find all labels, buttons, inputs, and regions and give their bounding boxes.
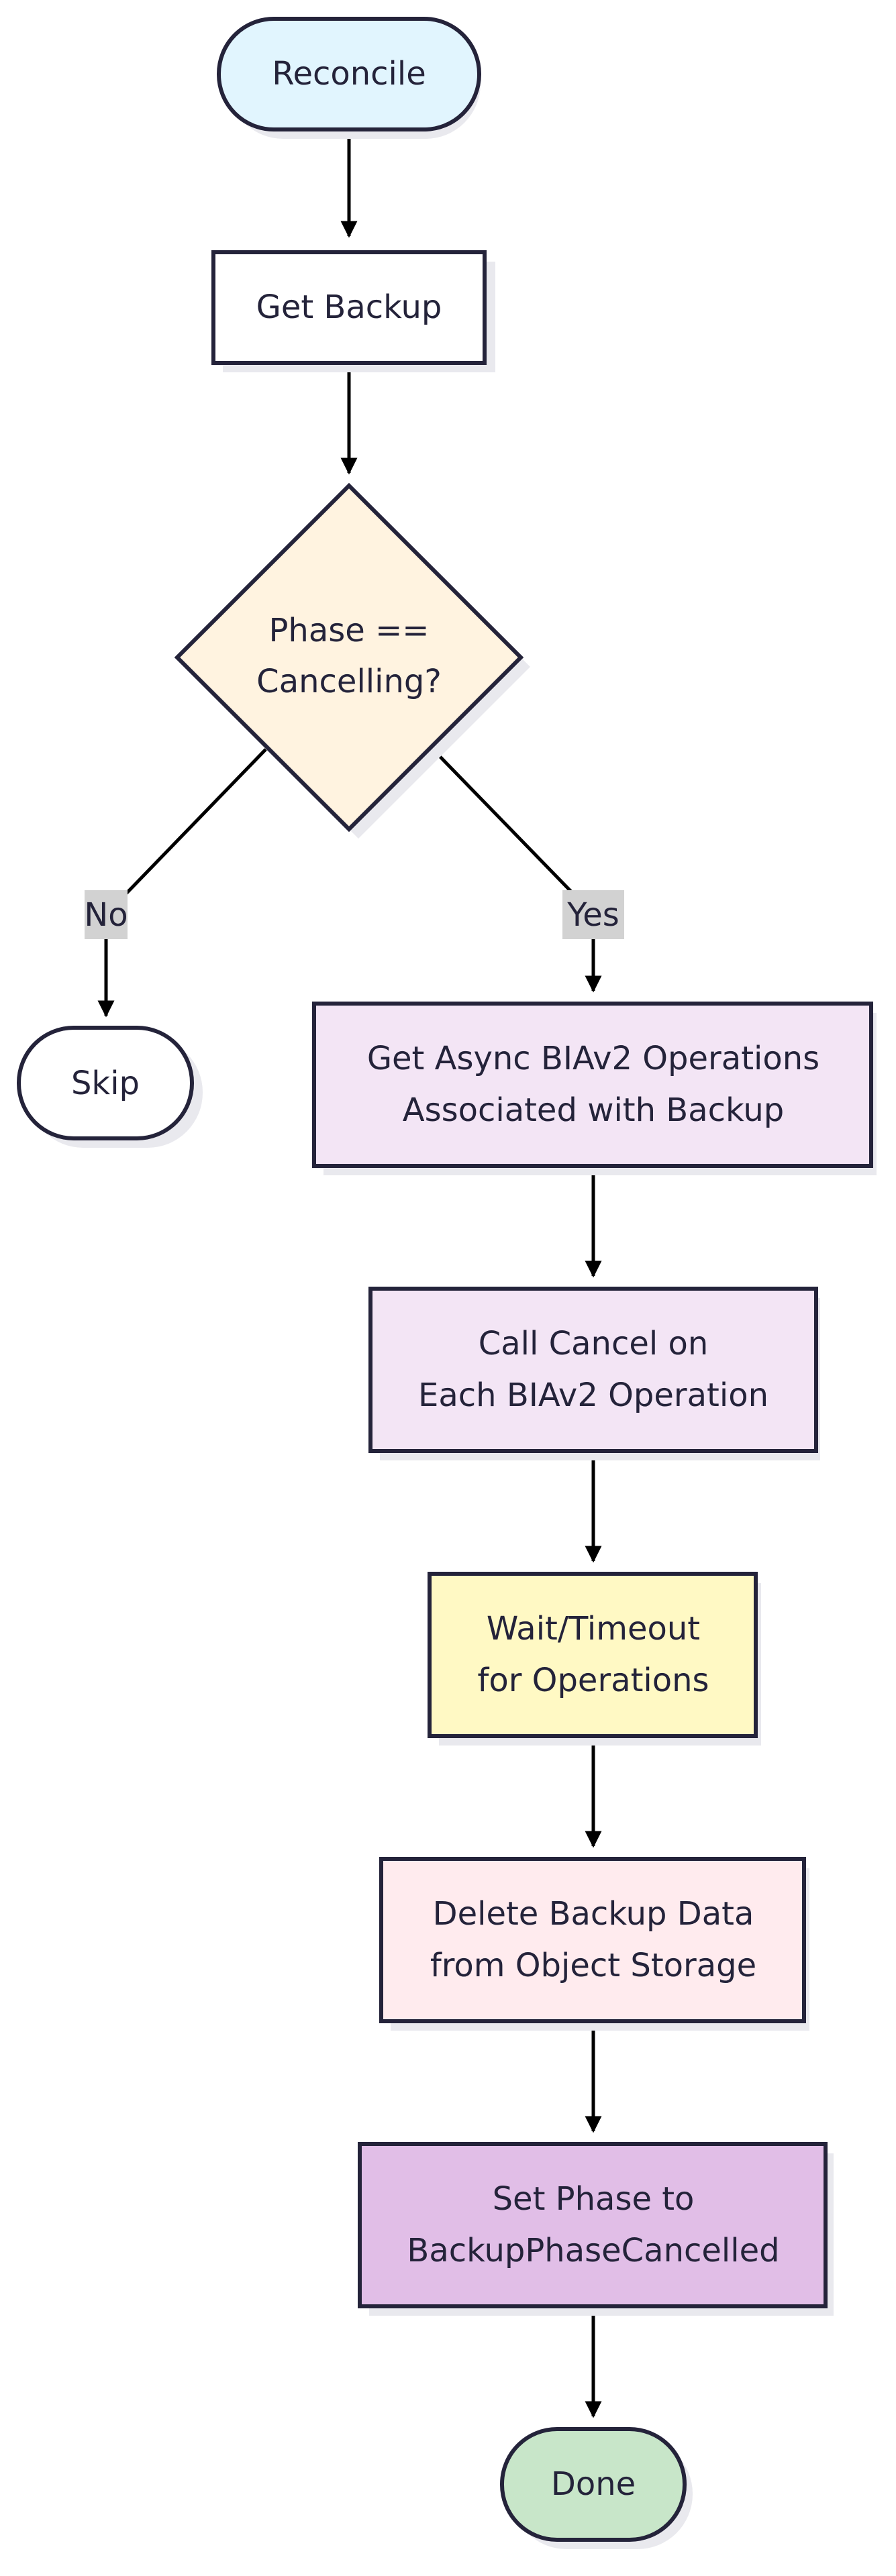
node-set-phase-shape [358, 2142, 828, 2308]
node-delete-label-line2: from Object Storage [430, 1947, 756, 1984]
node-call-cancel-shape [368, 1287, 818, 1453]
node-done-shape [500, 2427, 687, 2542]
node-phase-check-label-line1: Phase == [268, 612, 429, 649]
edge-label-yes-text: Yes [566, 896, 619, 934]
node-delete: Delete Backup Data from Object Storage [379, 1857, 809, 2031]
node-get-backup-label: Get Backup [256, 288, 442, 326]
edge-phase-check-to-get-ops [432, 748, 602, 993]
node-delete-label-line1: Delete Backup Data [433, 1895, 754, 1933]
node-reconcile-label: Reconcile [272, 55, 426, 93]
node-call-cancel-label-line1: Call Cancel on [479, 1325, 709, 1362]
node-get-ops: Get Async BIAv2 Operations Associated wi… [312, 1002, 877, 1175]
node-set-phase-label-line1: Set Phase to [493, 2180, 695, 2218]
node-skip: Skip [17, 1026, 203, 1148]
node-get-backup-shape [211, 250, 487, 365]
node-set-phase-label-line2: BackupPhaseCancelled [407, 2232, 779, 2269]
node-done: Done [500, 2427, 693, 2549]
node-skip-label: Skip [71, 1065, 140, 1102]
node-phase-check-shape [174, 482, 524, 833]
node-reconcile: Reconcile [217, 17, 481, 139]
node-wait-shape [428, 1572, 758, 1738]
node-call-cancel-label-line2: Each BIAv2 Operation [418, 1377, 768, 1414]
node-call-cancel: Call Cancel on Each BIAv2 Operation [368, 1287, 820, 1460]
edge-label-yes: Yes [562, 890, 624, 939]
node-wait-label-line1: Wait/Timeout [487, 1610, 700, 1648]
node-reconcile-shape [217, 17, 481, 131]
node-set-phase: Set Phase to BackupPhaseCancelled [358, 2142, 834, 2316]
node-get-ops-shape [312, 1002, 873, 1168]
node-wait-label-line2: for Operations [477, 1662, 709, 1699]
edges [97, 131, 602, 2418]
node-skip-shape [17, 1026, 194, 1140]
node-wait: Wait/Timeout for Operations [428, 1572, 761, 1746]
edge-phase-check-to-skip [97, 748, 267, 1018]
node-get-backup: Get Backup [211, 250, 495, 372]
node-get-ops-label-line1: Get Async BIAv2 Operations [367, 1040, 819, 1077]
node-delete-shape [379, 1857, 806, 2023]
node-done-label: Done [551, 2465, 636, 2503]
node-phase-check: Phase == Cancelling? [174, 482, 530, 839]
edge-label-no-text: No [84, 896, 128, 934]
edge-label-no: No [84, 890, 128, 939]
node-get-ops-label-line2: Associated with Backup [403, 1091, 784, 1129]
node-phase-check-label-line2: Cancelling? [256, 663, 442, 700]
